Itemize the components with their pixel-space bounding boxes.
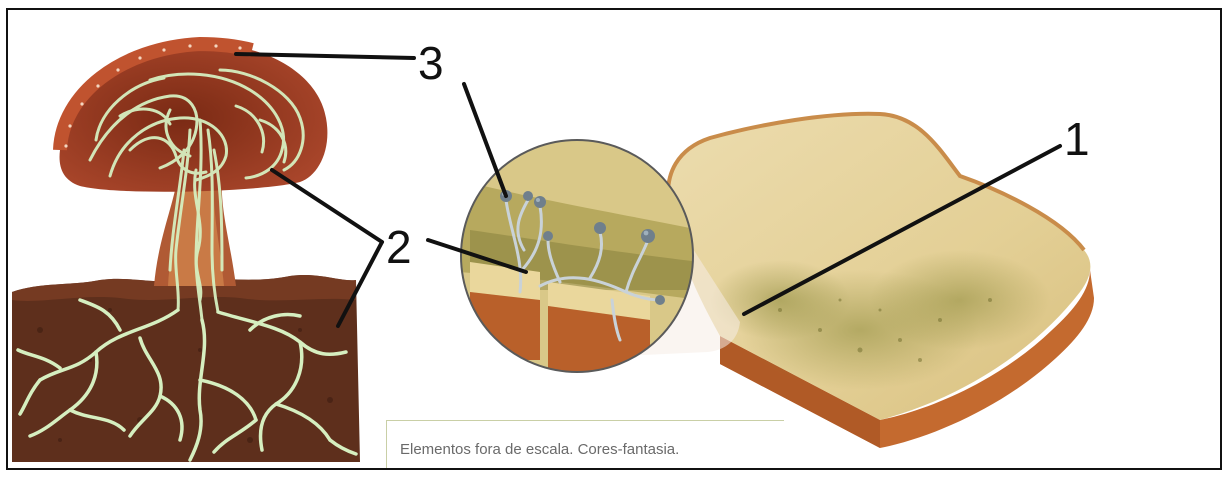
caption-text: Elementos fora de escala. Cores-fantasia… bbox=[400, 441, 679, 458]
label-1: 1 bbox=[1064, 116, 1090, 162]
leader-2-cap bbox=[272, 170, 382, 242]
mushroom bbox=[12, 44, 360, 462]
leader-3-hypha bbox=[464, 84, 506, 196]
label-3: 3 bbox=[418, 40, 444, 86]
label-2: 2 bbox=[386, 224, 412, 270]
